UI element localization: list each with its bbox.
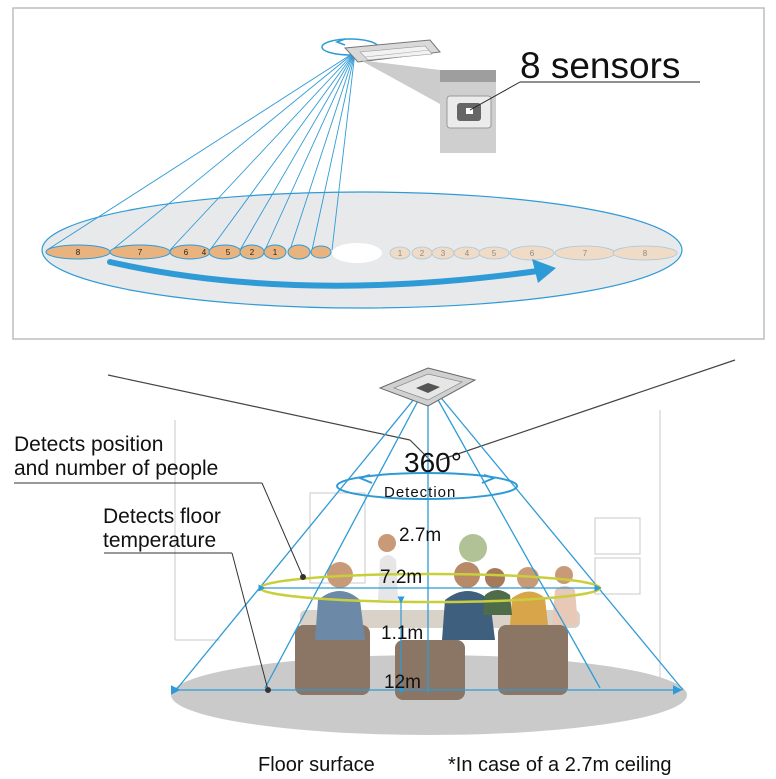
detection-ring (336, 472, 518, 500)
height-label: 2.7m (399, 525, 442, 546)
zone-left-b (310, 245, 332, 259)
svg-text:5: 5 (492, 249, 497, 258)
label-leaders (14, 482, 306, 693)
zone-label: 5 (226, 248, 231, 257)
upper-diameter-label: 7.2m (380, 567, 423, 588)
zone-label: 2 (250, 248, 255, 257)
detection-label: Detection (384, 484, 457, 501)
svg-text:1: 1 (398, 249, 403, 258)
left-zone-labels: 8 7 6 4 5 2 1 (76, 248, 278, 257)
rotation-arrowhead (532, 259, 556, 283)
zone-label: 7 (138, 248, 143, 257)
floor-center-blank (332, 243, 382, 263)
ceiling-note: *In case of a 2.7m ceiling (448, 754, 672, 776)
sensor-beams (46, 51, 356, 251)
floor-diameter-label: 12m (384, 672, 421, 693)
floor-surface-label: Floor surface (258, 754, 375, 776)
left-sensor-zones (45, 244, 332, 260)
svg-text:8: 8 (643, 249, 648, 258)
zone-left-a (287, 244, 311, 260)
sensor-count-title: 8 sensors (520, 45, 681, 86)
angle-label: 360° (404, 447, 462, 478)
svg-text:4: 4 (465, 249, 470, 258)
sensor-closeup (440, 70, 496, 153)
svg-text:3: 3 (441, 249, 446, 258)
callout-leader (469, 81, 521, 111)
right-zone-labels: 1 2 3 4 5 6 7 8 (398, 249, 648, 258)
svg-text:2: 2 (420, 249, 425, 258)
lower-height-label: 1.1m (381, 623, 424, 644)
zoom-callout (360, 60, 440, 104)
zone-label: 1 (273, 248, 278, 257)
zone-label: 8 (76, 248, 81, 257)
svg-text:7: 7 (583, 249, 588, 258)
detects-position-label: Detects position and number of people (14, 433, 219, 480)
room-lines (107, 359, 736, 461)
zone-left-1 (263, 244, 287, 260)
people-silhouettes (295, 534, 580, 700)
zone-label: 4 (202, 248, 207, 257)
ceiling-unit-top (343, 39, 441, 63)
svg-text:6: 6 (530, 249, 535, 258)
detects-floor-label: Detects floor temperature (103, 505, 221, 552)
right-sensor-zones (389, 245, 678, 261)
zone-label: 6 (184, 248, 189, 257)
ceiling-cassette-unit (378, 367, 477, 407)
rotation-arrow (107, 259, 548, 289)
